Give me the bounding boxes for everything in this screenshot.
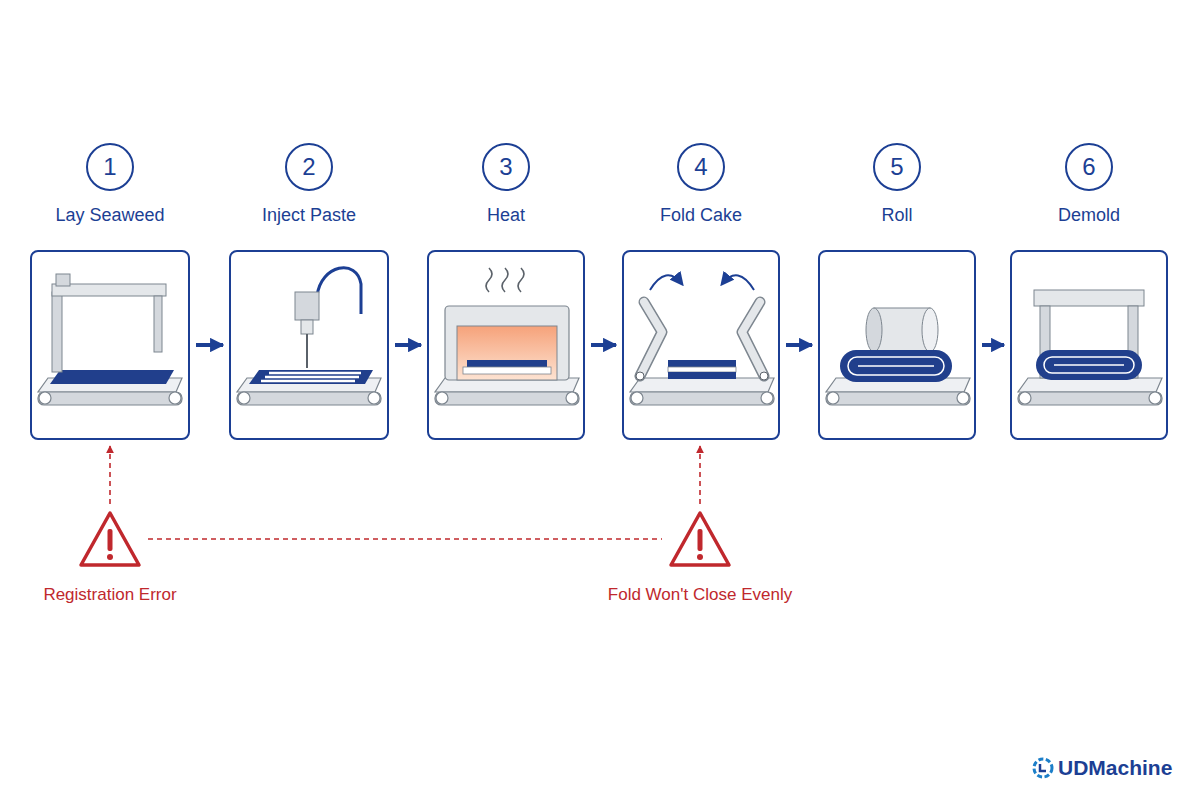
illustration-part: [317, 268, 361, 314]
step-title: Demold: [1058, 204, 1120, 226]
exclamation-mark: [697, 554, 703, 560]
illustration-part: [668, 372, 736, 379]
fault-link: [148, 538, 662, 540]
illustration-part: [261, 380, 355, 383]
process-box: 6Demold: [1010, 250, 1168, 440]
flow-arrow: [591, 343, 616, 347]
brand-logo: [1034, 759, 1052, 777]
illustration-part: [435, 378, 579, 405]
flow-arrow: [786, 343, 812, 347]
process-box: 4Fold Cake: [622, 250, 780, 440]
step-title: Inject Paste: [262, 204, 356, 226]
illustration-part: [56, 274, 70, 286]
illustration-part: [826, 378, 970, 405]
process-box: 1Lay Seaweed: [30, 250, 190, 440]
warning-triangle-outline: [78, 510, 142, 568]
illustration-part: [640, 302, 662, 376]
step-number: 4: [677, 143, 725, 191]
step-title: Heat: [487, 204, 525, 226]
illustration-part: [502, 268, 508, 292]
illustration-part: [1054, 364, 1124, 366]
illustration-part: [1040, 764, 1046, 771]
illustration-part: [630, 378, 774, 405]
illustration-part: [463, 367, 551, 374]
illustration-part: [1036, 350, 1142, 380]
paste-injector-station: [237, 268, 381, 405]
illustration-part: [922, 308, 938, 352]
warning-label: Fold Won't Close Evenly: [608, 584, 792, 605]
warning-label: Registration Error: [43, 584, 176, 605]
flow-arrow: [395, 343, 421, 347]
illustration-part: [1034, 290, 1144, 306]
process-box: 2Inject Paste: [229, 250, 389, 440]
illustration-part: [742, 302, 764, 376]
step-title: Roll: [881, 204, 912, 226]
step-number: 5: [873, 143, 921, 191]
illustration-part: [295, 292, 319, 320]
illustration-part: [640, 302, 662, 376]
illustration-part: [742, 302, 764, 376]
demold-press: [1018, 290, 1162, 405]
fault-link: [699, 446, 701, 504]
illustration-part: [249, 370, 373, 384]
illustration-part: [636, 372, 644, 380]
process-box: 5Roll: [818, 250, 976, 440]
flow-arrow: [196, 343, 223, 347]
step-number: 1: [86, 143, 134, 191]
illustration-part: [650, 275, 682, 290]
illustration-part: [301, 320, 313, 334]
step-title: Fold Cake: [660, 204, 742, 226]
illustration-part: [668, 360, 736, 367]
illustration-part: [848, 357, 944, 375]
exclamation-mark: [108, 529, 113, 551]
illustration-part: [840, 350, 952, 382]
illustration-part: [760, 372, 768, 380]
illustration-part: [265, 376, 359, 379]
rolling-drum: [826, 308, 970, 405]
exclamation-mark: [698, 529, 703, 551]
warning-triangle: Fold Won't Close Evenly: [668, 510, 732, 568]
step-title: Lay Seaweed: [55, 204, 164, 226]
illustration-part: [269, 372, 361, 375]
illustration-part: [668, 367, 736, 372]
illustration-part: [1044, 357, 1134, 373]
heating-oven: [435, 268, 579, 405]
warning-triangle-shape: [671, 513, 729, 565]
flow-arrow: [982, 343, 1004, 347]
warning-triangle-shape: [81, 513, 139, 565]
watermark: UDMachine: [1058, 756, 1172, 780]
illustration-part: [306, 334, 308, 368]
illustration-part: [52, 292, 62, 372]
exclamation-mark: [107, 554, 113, 560]
step-number: 3: [482, 143, 530, 191]
illustration-part: [722, 275, 754, 290]
process-box: 3Heat: [427, 250, 585, 440]
illustration-part: [154, 296, 162, 352]
step-number: 6: [1065, 143, 1113, 191]
folding-arms: [630, 275, 774, 405]
fault-link: [109, 446, 111, 504]
warning-triangle-outline: [668, 510, 732, 568]
illustration-part: [866, 308, 882, 352]
warning-triangle: Registration Error: [78, 510, 142, 568]
illustration-part: [518, 268, 524, 292]
illustration-part: [50, 370, 174, 384]
illustration-part: [1034, 759, 1052, 777]
illustration-part: [445, 306, 569, 380]
illustration-part: [486, 268, 492, 292]
illustration-part: [457, 326, 557, 380]
step-number: 2: [285, 143, 333, 191]
illustration-part: [1018, 378, 1162, 405]
seaweed-layer-station: [38, 274, 182, 405]
illustration-part: [858, 365, 934, 367]
illustration-part: [467, 360, 547, 367]
